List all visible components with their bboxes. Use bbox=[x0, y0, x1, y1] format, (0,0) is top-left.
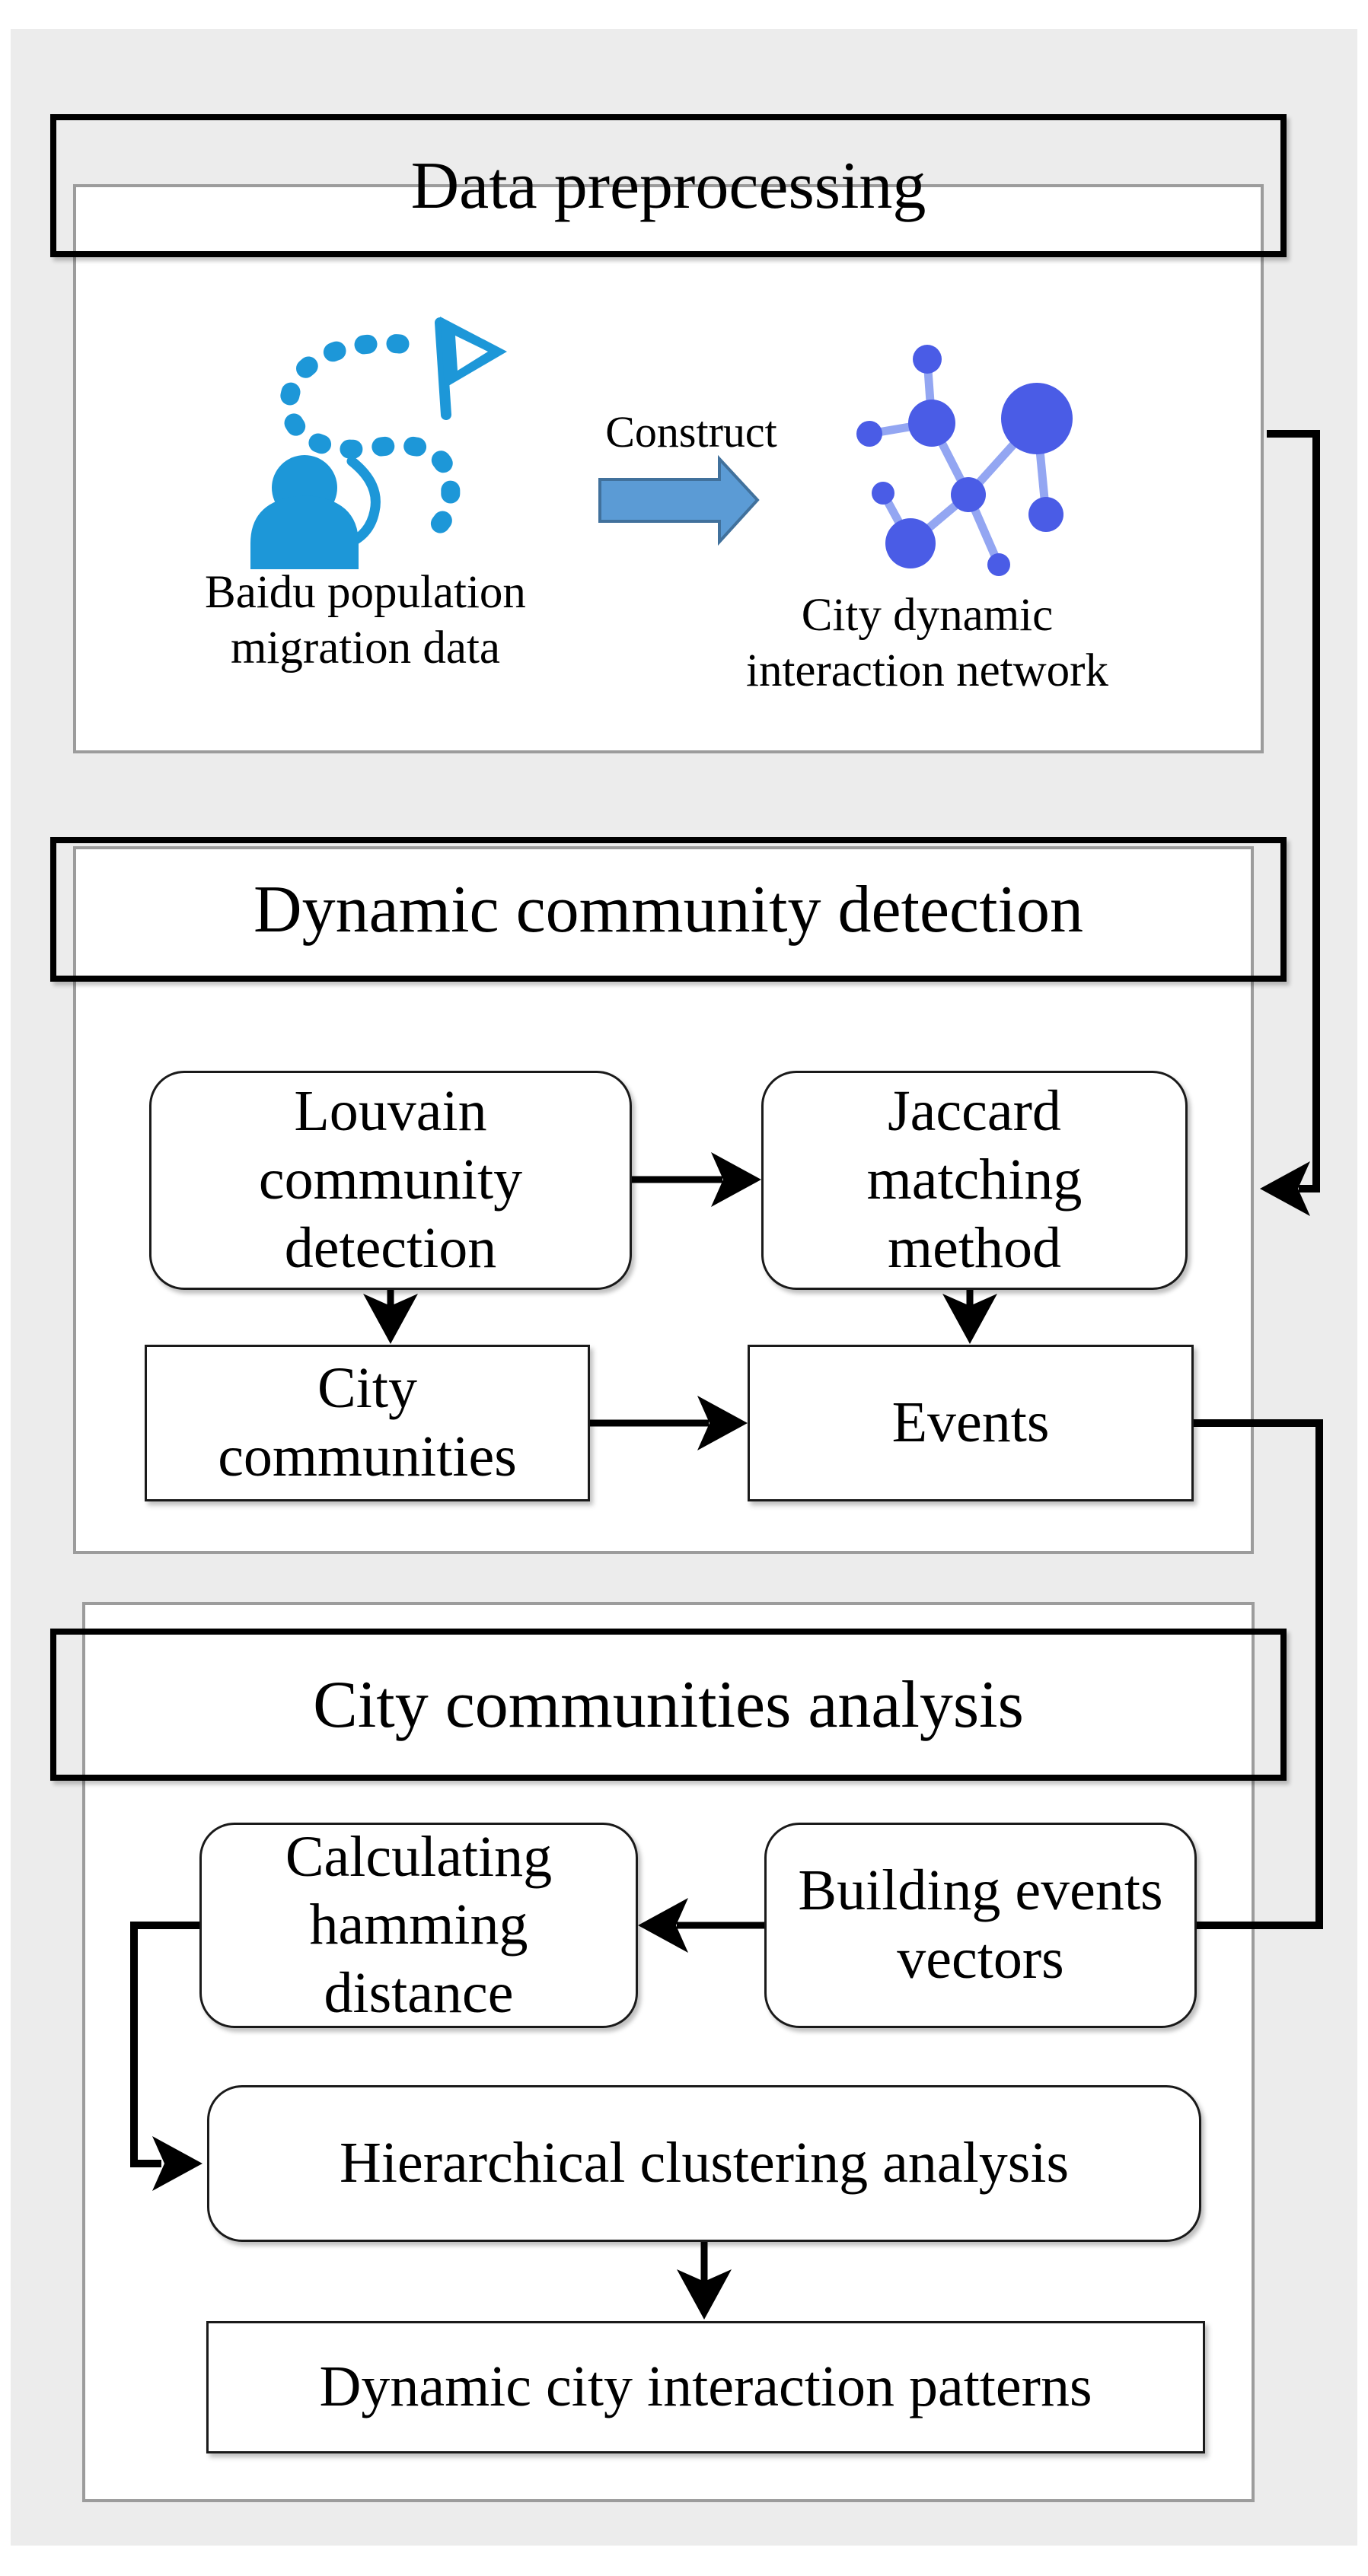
box-patterns-label: Dynamic city interaction patterns bbox=[319, 2355, 1092, 2419]
box-building-events-vectors: Building events vectors bbox=[764, 1823, 1197, 2028]
box-jaccard-matching-method: Jaccard matching method bbox=[761, 1071, 1188, 1290]
caption-city-dynamic-network: City dynamic interaction network bbox=[653, 587, 1201, 699]
box-calc-hamming-label: Calculating hamming distance bbox=[285, 1824, 553, 2025]
title-city-communities-analysis-text: City communities analysis bbox=[313, 1667, 1024, 1742]
box-city-communities: City communities bbox=[145, 1345, 590, 1501]
title-data-preprocessing-text: Data preprocessing bbox=[410, 148, 926, 223]
box-louvain-label: Louvain community detection bbox=[258, 1079, 523, 1280]
box-dynamic-city-interaction-patterns: Dynamic city interaction patterns bbox=[206, 2321, 1205, 2453]
box-hierarchical-clustering-analysis: Hierarchical clustering analysis bbox=[207, 2085, 1201, 2242]
caption-baidu-migration-text: Baidu population migration data bbox=[205, 567, 526, 674]
box-calculating-hamming-distance: Calculating hamming distance bbox=[199, 1823, 638, 2028]
box-events-label: Events bbox=[891, 1390, 1050, 1455]
construct-label: Construct bbox=[539, 406, 843, 457]
box-jaccard-label: Jaccard matching method bbox=[866, 1079, 1083, 1280]
box-events: Events bbox=[748, 1345, 1194, 1501]
box-louvain-community-detection: Louvain community detection bbox=[149, 1071, 632, 1290]
box-building-vectors-label: Building events vectors bbox=[798, 1858, 1163, 1991]
title-data-preprocessing: Data preprocessing bbox=[50, 114, 1287, 257]
title-dynamic-community-detection: Dynamic community detection bbox=[50, 837, 1287, 982]
box-city-communities-label: City communities bbox=[218, 1356, 517, 1489]
box-hierarchical-label: Hierarchical clustering analysis bbox=[339, 2131, 1070, 2195]
construct-label-text: Construct bbox=[605, 407, 777, 457]
caption-city-dynamic-text: City dynamic interaction network bbox=[746, 590, 1108, 697]
title-dynamic-community-detection-text: Dynamic community detection bbox=[254, 872, 1083, 947]
title-city-communities-analysis: City communities analysis bbox=[50, 1629, 1287, 1781]
caption-baidu-migration-data: Baidu population migration data bbox=[99, 565, 632, 676]
